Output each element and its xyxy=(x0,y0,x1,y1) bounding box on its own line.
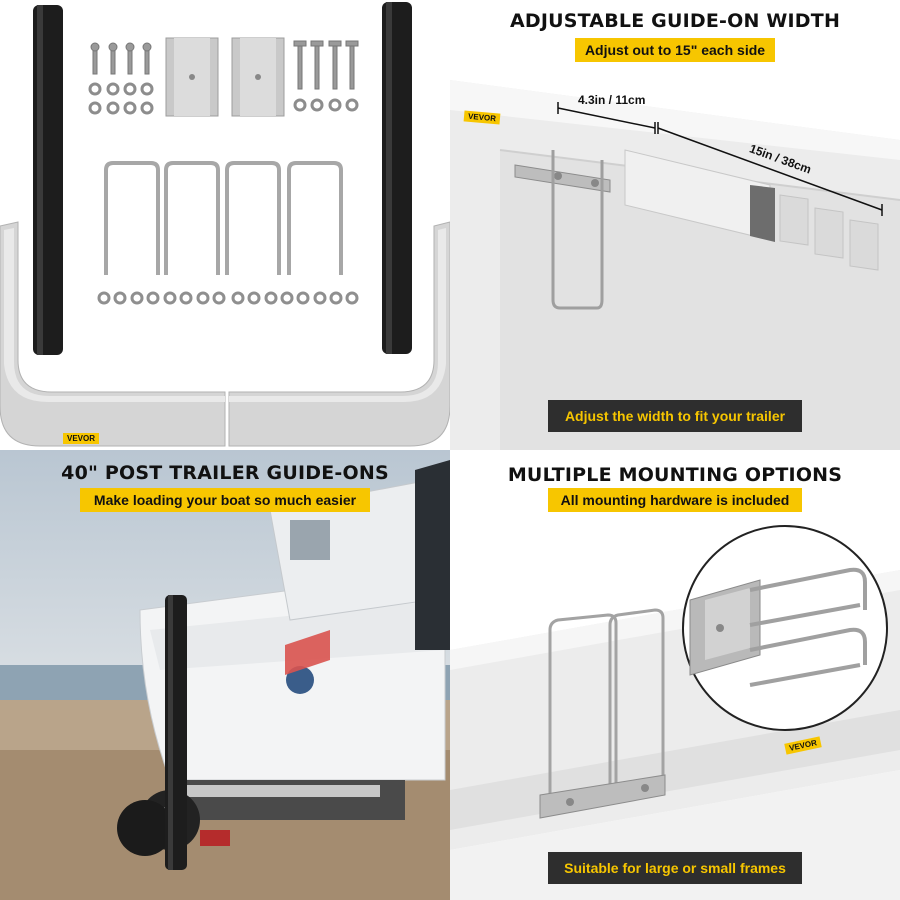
boat-logo xyxy=(286,666,314,694)
panel-heading: MULTIPLE MOUNTING OPTIONS xyxy=(507,464,843,486)
washers-left xyxy=(88,82,154,115)
guide-frame-left xyxy=(0,221,226,447)
guide-on-post xyxy=(165,595,187,870)
kit-illustration xyxy=(0,2,450,447)
u-bolts xyxy=(104,161,343,275)
trailer-beam xyxy=(450,80,900,450)
clamp-bracket xyxy=(514,164,611,193)
nuts-row xyxy=(97,291,359,305)
panel-heading: ADJUSTABLE GUIDE-ON WIDTH xyxy=(509,10,841,32)
guide-post-left xyxy=(33,5,63,355)
panel-kit-contents: VEVOR xyxy=(0,0,450,450)
guide-frame-right xyxy=(228,221,450,447)
carriage-bolts xyxy=(293,40,359,90)
panel-subheading: All mounting hardware is included xyxy=(548,488,802,512)
outboard-motor xyxy=(415,460,450,650)
mounting-illustration xyxy=(450,525,900,900)
panel-heading: 40" POST TRAILER GUIDE-ONS xyxy=(61,462,389,484)
adjustable-width-illustration xyxy=(450,80,900,450)
panel-mounting-options: MULTIPLE MOUNTING OPTIONS All mounting h… xyxy=(450,450,900,900)
panel-adjustable-width: ADJUSTABLE GUIDE-ON WIDTH Adjust out to … xyxy=(450,0,900,450)
dimension-lines xyxy=(557,102,883,216)
panel-subheading: Make loading your boat so much easier xyxy=(80,488,370,512)
clamp-u-bolts xyxy=(548,608,665,810)
detail-zoom xyxy=(682,525,888,731)
sliding-tube xyxy=(624,149,775,242)
panel-footer: Suitable for large or small frames xyxy=(548,852,802,884)
panel-footer: Adjust the width to fit your trailer xyxy=(548,400,802,432)
tail-light xyxy=(200,830,230,846)
clamp-bracket xyxy=(539,774,666,819)
clamp-u-bolts xyxy=(551,150,604,310)
panel-boat-scene: 40" POST TRAILER GUIDE-ONS Make loading … xyxy=(0,450,450,900)
mounting-brackets xyxy=(165,37,285,117)
boat-trailer-photo xyxy=(0,450,450,900)
panel-subheading: Adjust out to 15" each side xyxy=(575,38,775,62)
measure-short-label: 4.3in / 11cm xyxy=(578,93,646,107)
width-positions xyxy=(779,194,879,271)
boat xyxy=(139,460,450,781)
brand-sticker: VEVOR xyxy=(63,433,100,444)
guide-post-right xyxy=(382,2,412,354)
lag-screws xyxy=(90,42,152,75)
washers-right xyxy=(293,98,359,112)
